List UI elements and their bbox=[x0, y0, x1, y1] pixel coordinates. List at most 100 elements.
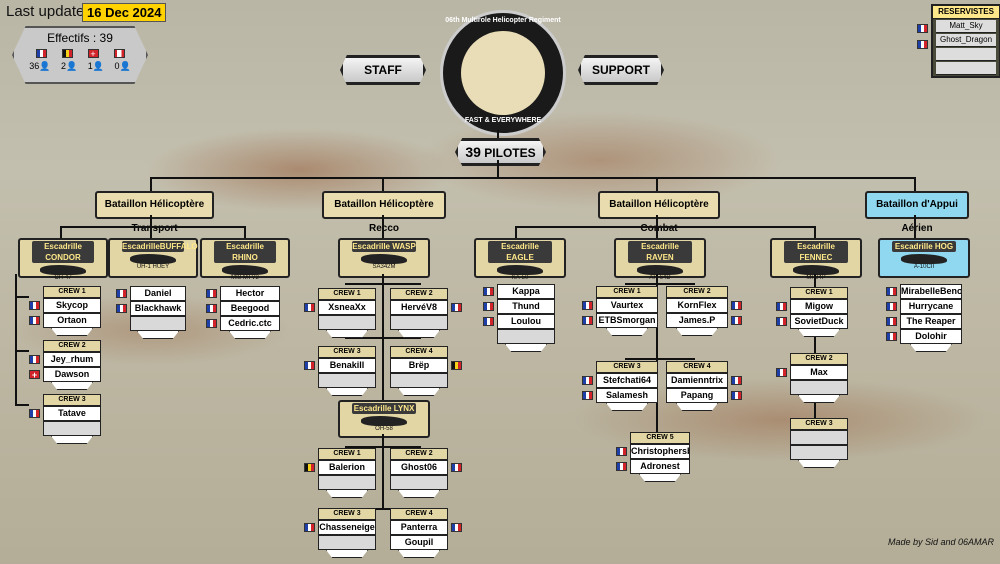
pilot-row bbox=[43, 421, 101, 436]
france-flag-icon bbox=[616, 462, 627, 471]
pilot-row: XsneaXx bbox=[304, 300, 376, 315]
france-flag-icon bbox=[116, 304, 127, 313]
helicopter-icon bbox=[637, 265, 683, 275]
crew-title: CREW 2 bbox=[666, 286, 728, 298]
crew-title: CREW 1 bbox=[318, 288, 376, 300]
crew-title: CREW 4 bbox=[666, 361, 728, 373]
crew-title: CREW 1 bbox=[318, 448, 376, 460]
crew-title: CREW 1 bbox=[43, 286, 101, 298]
support-button[interactable]: SUPPORT bbox=[578, 55, 664, 85]
crew-title: CREW 3 bbox=[43, 394, 101, 406]
france-flag-icon bbox=[776, 368, 787, 377]
pilot-row: Salamesh bbox=[582, 388, 658, 403]
reserve-member: Ghost_Dragon bbox=[936, 34, 996, 47]
france-flag-icon bbox=[206, 319, 217, 328]
logo-top-text: 06th Multirole Helicopter Regiment bbox=[445, 17, 561, 24]
france-flag-icon bbox=[582, 316, 593, 325]
france-flag-icon bbox=[451, 463, 462, 472]
france-flag-icon bbox=[206, 304, 217, 313]
france-flag-icon bbox=[483, 302, 494, 311]
crew-box: CREW 3 bbox=[790, 418, 848, 468]
pilot-row bbox=[318, 535, 376, 550]
france-flag-icon bbox=[886, 317, 897, 326]
crew-box: CREW 1 Balerion bbox=[304, 448, 376, 498]
crew-box: CREW 2 Max bbox=[776, 353, 848, 403]
pilot-row: Benakill bbox=[304, 358, 376, 373]
pilot-row: Thund bbox=[483, 299, 555, 314]
france-flag-icon bbox=[206, 289, 217, 298]
pilot-row bbox=[790, 430, 848, 445]
crew-box: Kappa Thund Loulou bbox=[483, 284, 555, 352]
pilot-row: Panterra bbox=[390, 520, 462, 535]
staff-button[interactable]: STAFF bbox=[340, 55, 426, 85]
pilots-count: 39 bbox=[465, 144, 481, 160]
helicopter-icon bbox=[222, 265, 268, 275]
pilot-row: Daniel bbox=[116, 286, 186, 301]
crew-box: CREW 3 Chasseneige bbox=[304, 508, 376, 558]
crew-title: CREW 2 bbox=[790, 353, 848, 365]
effectifs-total: 39 bbox=[99, 31, 113, 45]
pilot-row: Vaurtex bbox=[582, 298, 658, 313]
battalion-transport: Bataillon Hélicoptère Transport bbox=[95, 191, 214, 234]
crew-title: CREW 3 bbox=[318, 346, 376, 358]
crew-title: CREW 2 bbox=[43, 340, 101, 352]
crew-box: CREW 3 Stefchati64 Salamesh bbox=[582, 361, 658, 411]
france-flag-icon bbox=[29, 409, 40, 418]
crew-box: CREW 3 Benakill bbox=[304, 346, 376, 396]
pilot-row: Chasseneige bbox=[304, 520, 376, 535]
pilot-row: Goupil bbox=[390, 535, 448, 550]
france-flag-icon bbox=[886, 332, 897, 341]
pilot-row: Stefchati64 bbox=[582, 373, 658, 388]
crew-box: CREW 4 Brëp bbox=[390, 346, 462, 396]
france-flag-icon bbox=[886, 287, 897, 296]
reserve-member bbox=[936, 62, 996, 75]
helicopter-icon bbox=[130, 254, 176, 264]
france-flag-icon bbox=[731, 316, 742, 325]
pilot-row: Max bbox=[776, 365, 848, 380]
france-flag-icon bbox=[304, 303, 315, 312]
crew-title: CREW 3 bbox=[596, 361, 658, 373]
crew-box: CREW 1 Skycop Ortaon bbox=[29, 286, 101, 336]
pilot-row: Adronest bbox=[616, 459, 690, 474]
belgium-flag-icon bbox=[451, 361, 462, 370]
count-belgium: 2👤 bbox=[61, 61, 78, 71]
crew-title: CREW 4 bbox=[390, 508, 448, 520]
helicopter-icon bbox=[793, 265, 839, 275]
crew-box: Daniel Blackhawk bbox=[116, 286, 186, 339]
crew-title: CREW 5 bbox=[630, 432, 690, 444]
crew-box: CREW 2 Ghost06 bbox=[390, 448, 462, 498]
pilot-row: KornFlex bbox=[666, 298, 742, 313]
france-flag-icon bbox=[776, 317, 787, 326]
crew-box: CREW 4 Panterra Goupil bbox=[390, 508, 462, 558]
reserve-member bbox=[936, 48, 996, 61]
france-flag-icon bbox=[483, 317, 494, 326]
crew-box: CREW 2 HervéV8 bbox=[390, 288, 462, 338]
crew-box: CREW 1 Migow SovietDuck bbox=[776, 287, 848, 337]
france-flag-icon bbox=[451, 523, 462, 532]
pilot-row: Migow bbox=[776, 299, 848, 314]
pilot-row: Skycop bbox=[29, 298, 101, 313]
aircraft-icon bbox=[901, 254, 947, 264]
crew-box: CREW 1 Vaurtex ETBSmorgan bbox=[582, 286, 658, 336]
helicopter-icon bbox=[361, 416, 407, 426]
crew-box: CREW 3 Tatave bbox=[29, 394, 101, 444]
pilot-row bbox=[390, 475, 448, 490]
pilot-row: Christophersb bbox=[616, 444, 690, 459]
pilot-row bbox=[318, 373, 376, 388]
france-flag-icon bbox=[731, 301, 742, 310]
france-flag-icon bbox=[483, 287, 494, 296]
battalion-appui: Bataillon d'Appui Aérien bbox=[865, 191, 969, 234]
pilot-row: Blackhawk bbox=[116, 301, 186, 316]
pilot-row: Kappa bbox=[483, 284, 555, 299]
reserve-panel: RESERVISTES Matt_Sky Ghost_Dragon bbox=[931, 4, 1000, 78]
france-flag-icon bbox=[582, 391, 593, 400]
effectifs-label: Effectifs : bbox=[47, 31, 100, 45]
pilot-row: Tatave bbox=[29, 406, 101, 421]
pilot-row: Hector bbox=[206, 286, 280, 301]
france-flag-icon bbox=[582, 376, 593, 385]
switzerland-flag-icon: + bbox=[87, 49, 99, 59]
